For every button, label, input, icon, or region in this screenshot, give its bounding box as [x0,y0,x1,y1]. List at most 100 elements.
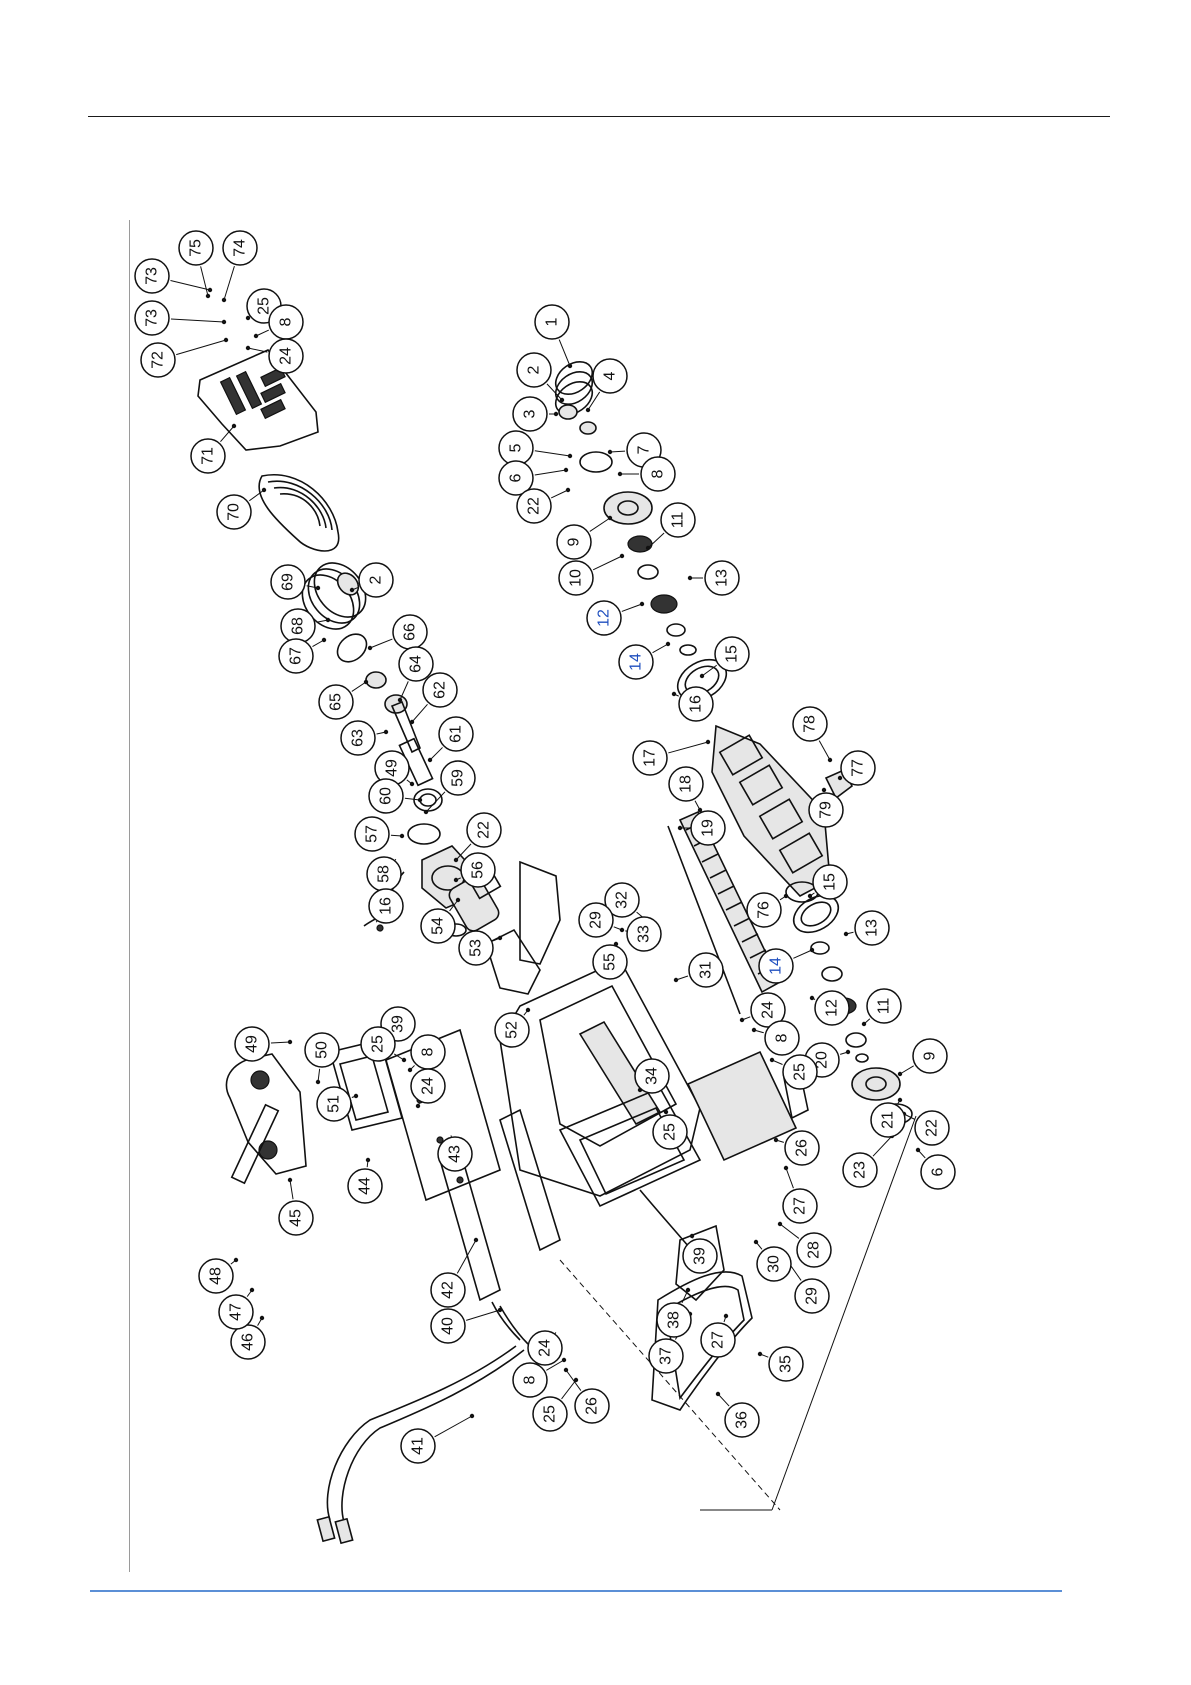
leader-dot [617,471,623,477]
main-housing-52 [499,958,702,1261]
hitch-frame-45 [225,1053,307,1175]
callout-66: 66 [392,614,428,650]
leader-dot [367,645,373,651]
callout-label: 37 [658,1347,675,1365]
callout-8: 8 [512,1362,548,1398]
callout-leader [170,318,225,323]
rotor-pulley-1 [554,360,597,435]
leader-dot [409,781,415,787]
callout-78: 78 [792,706,828,742]
callout-79: 79 [808,792,844,828]
callout-52: 52 [494,1012,530,1048]
callout-label: 75 [188,239,205,257]
callout-label: 40 [440,1317,457,1335]
callout-73: 73 [134,300,170,336]
callout-leader [170,279,211,291]
callout-label: 42 [440,1281,457,1299]
callout-label: 31 [698,961,715,979]
callout-leader [550,489,569,499]
callout-label: 54 [430,917,447,935]
callout-69: 69 [270,564,306,600]
callout-31: 31 [688,952,724,988]
callout-30: 30 [756,1246,792,1282]
header-rule [88,116,1110,117]
callout-49: 49 [374,750,410,786]
callout-77: 77 [840,750,876,786]
callout-49: 49 [234,1026,270,1062]
callout-71: 71 [190,438,226,474]
leader-dot [245,315,251,321]
callout-25: 25 [782,1054,818,1090]
callout-25: 25 [532,1396,568,1432]
leader-dot [897,1071,903,1077]
callout-label: 11 [876,998,893,1015]
callout-label: 79 [818,801,835,819]
callout-label: 16 [688,695,705,713]
leader-dot [619,553,625,559]
callout-label: 2 [368,575,385,584]
callout-label: 66 [402,623,419,641]
callout-8: 8 [410,1034,446,1070]
callout-24: 24 [527,1330,563,1366]
bearings-10-13 [627,535,697,656]
callout-label: 58 [376,865,393,883]
callout-label: 20 [814,1051,831,1069]
drive-belt-70 [258,473,340,552]
callout-label: 43 [447,1145,464,1163]
leader-dot [699,673,705,679]
callout-label: 72 [150,351,167,369]
leader-lines [170,266,926,1438]
leader-dot [407,1067,413,1073]
leader-dot [715,1391,721,1397]
callout-leader [312,639,325,648]
callout-68: 68 [280,608,316,644]
callout-label: 69 [280,573,297,591]
callout-label: 8 [278,317,295,326]
leader-dot [417,797,423,803]
leader-dot [365,1157,371,1163]
callout-18: 18 [668,766,704,802]
leader-dot [685,1287,691,1293]
leader-dot [773,1137,779,1143]
callout-label: 13 [864,919,881,937]
callout-leader [779,1223,800,1239]
callout-label: 9 [922,1051,939,1060]
callout-label: 10 [568,569,585,587]
callout-label: 11 [670,512,687,529]
callout-label: 19 [700,819,717,837]
leader-dot [671,691,677,697]
callout-leader [466,1309,501,1321]
callout-12: 12 [586,600,622,636]
callout-1: 1 [534,304,570,340]
callout-leader [589,517,611,532]
leader-dot [325,617,331,623]
callout-label: 45 [288,1209,305,1227]
callout-label: 51 [326,1095,343,1113]
callout-label: 15 [822,873,839,891]
callout-label: 27 [792,1197,809,1215]
leader-dot [453,877,459,883]
leader-dot [553,411,559,417]
leader-dot [809,995,815,1001]
callout-label: 50 [314,1041,331,1059]
callout-59: 59 [440,760,476,796]
callout-label: 57 [364,825,381,843]
callout-33: 33 [626,916,662,952]
callout-label: 68 [290,617,307,635]
callout-label: 61 [448,725,465,743]
callout-label: 14 [628,653,645,671]
leader-dot [253,333,259,339]
callout-25: 25 [360,1026,396,1062]
callout-label: 8 [774,1033,791,1042]
leader-dot [845,1049,851,1055]
callout-label: 36 [734,1411,751,1429]
callout-45: 45 [278,1200,314,1236]
callout-leader [249,489,265,502]
callout-44: 44 [347,1168,383,1204]
callout-34: 34 [634,1058,670,1094]
callout-label: 17 [642,749,659,767]
callout-label: 52 [504,1021,521,1039]
callout-64: 64 [398,646,434,682]
callout-27: 27 [782,1188,818,1224]
callout-22: 22 [466,812,502,848]
